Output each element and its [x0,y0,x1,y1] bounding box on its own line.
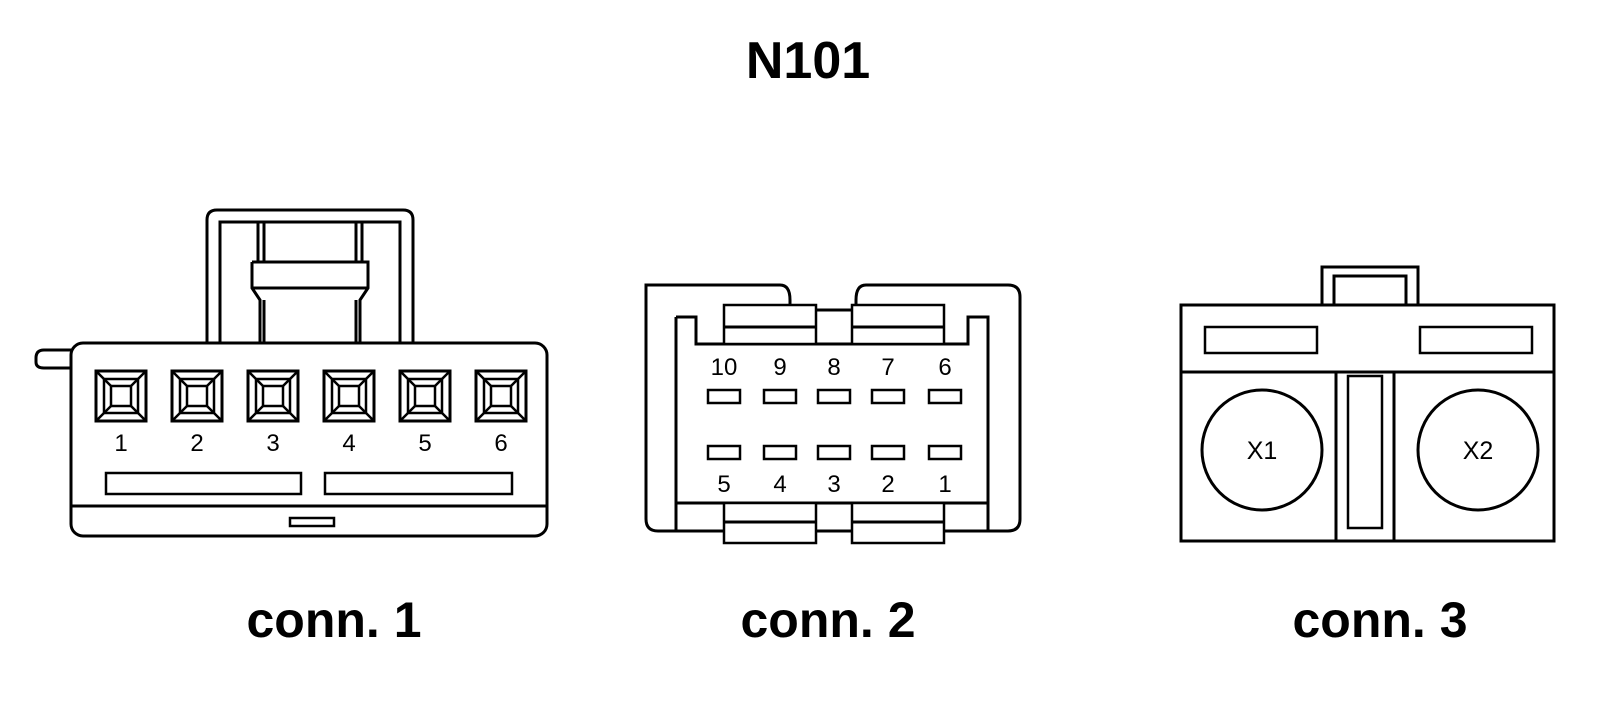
terminal-label-x2: X2 [1463,437,1494,465]
pin-label: 5 [418,430,431,457]
connector-2-pin-top [706,388,742,405]
connector-2-pin-bottom [870,444,906,461]
connector-2-pin-bottom [762,444,798,461]
connector-1-caption: conn. 1 [246,592,421,648]
connector-2-pins [706,388,963,461]
connector-1-latch [205,208,415,347]
pin-label: 5 [717,471,730,498]
connector-1-guide-tab [34,348,74,370]
connector-1-pin-labels: 1 2 3 4 5 6 [114,430,507,457]
connector-2-pin-bottom [927,444,963,461]
pin-label: 7 [881,354,894,381]
pin-label: 3 [827,471,840,498]
connector-1-pin [246,369,300,423]
connector-3: X1 X2 conn. 3 [1179,265,1556,648]
connector-1-pin [170,369,224,423]
connector-3-terminal-x2 [1416,388,1540,512]
diagram-title: N101 [746,32,870,90]
connector-2: 10 9 8 7 6 5 4 3 2 1 conn. 2 [644,283,1022,648]
connector-2-pin-top [870,388,906,405]
connector-2-latch-top-left [722,303,818,346]
pin-label: 6 [938,354,951,381]
pin-label: 8 [827,354,840,381]
connector-1-pins [94,369,528,423]
connector-2-housing [644,283,1022,533]
connector-3-slot-left [1203,325,1319,355]
connector-2-bottom-pin-labels: 5 4 3 2 1 [717,471,951,498]
connector-3-caption: conn. 3 [1292,592,1467,648]
pin-label: 6 [494,430,507,457]
connector-1-slot-left [104,471,303,496]
terminal-label-x1: X1 [1247,437,1278,465]
connector-1-pin [474,369,528,423]
connector-2-pin-bottom [816,444,852,461]
connector-2-pin-top [927,388,963,405]
connector-2-caption: conn. 2 [740,592,915,648]
pin-label: 1 [938,471,951,498]
connector-1-slot-right [323,471,514,496]
pin-label: 4 [342,430,355,457]
pin-label: 2 [190,430,203,457]
connector-2-pin-top [762,388,798,405]
connector-2-pin-top [816,388,852,405]
connector-1: 1 2 3 4 5 6 conn. 1 [34,208,549,648]
connector-3-center-slot [1346,374,1384,530]
connector-3-slot-right [1418,325,1534,355]
connector-3-terminal-x1 [1200,388,1324,512]
connector-2-latch-top-right [850,303,946,346]
connector-2-pin-bottom [706,444,742,461]
connector-3-latch [1320,265,1420,307]
connector-2-cavity [676,315,990,531]
pin-label: 4 [773,471,786,498]
connector-2-top-pin-labels: 10 9 8 7 6 [711,354,952,381]
pin-label: 2 [881,471,894,498]
pin-label: 10 [711,354,738,381]
pin-label: 3 [266,430,279,457]
connector-1-pin [94,369,148,423]
connector-1-pin [398,369,452,423]
connector-1-key [288,516,336,528]
pin-label: 1 [114,430,127,457]
connector-1-pin [322,369,376,423]
pin-label: 9 [773,354,786,381]
